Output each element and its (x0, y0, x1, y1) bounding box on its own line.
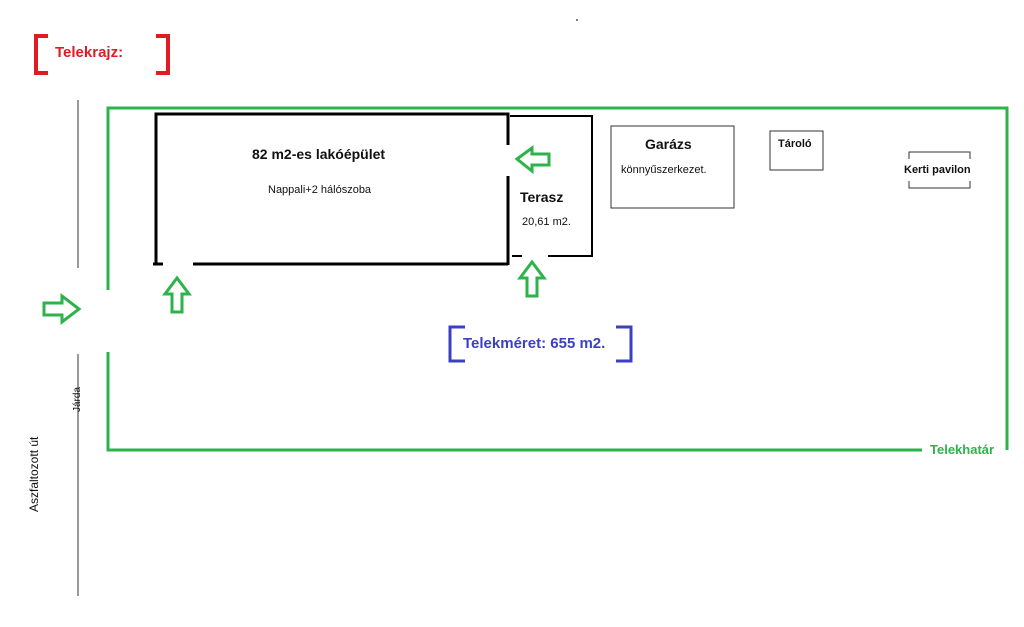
house-title: 82 m2-es lakóépület (252, 146, 386, 162)
arrow-left-icon (514, 145, 551, 175)
road-label: Aszfaltozott út (27, 436, 41, 512)
arrow-up-icon (517, 259, 547, 298)
storage-title: Tároló (778, 138, 812, 150)
arrow-right-icon (42, 292, 82, 326)
dot-mark (576, 19, 578, 21)
arrow-up-icon (162, 275, 192, 314)
plot-size-frame (448, 325, 633, 363)
house-walls (153, 112, 510, 266)
plot-size-label: Telekméret: 655 m2. (463, 335, 606, 352)
terrace-outline (510, 115, 593, 257)
pavilion-title: Kerti pavilon (904, 164, 971, 176)
garage-box (610, 125, 735, 209)
title-frame (34, 34, 170, 75)
house-subtitle: Nappali+2 hálószoba (268, 184, 372, 196)
pavilion-frame (908, 151, 971, 189)
garage-title: Garázs (645, 136, 692, 152)
sidewalk-label: Járda (72, 386, 83, 412)
terrace-title: Terasz (520, 189, 564, 205)
storage-box (769, 130, 824, 171)
terrace-area: 20,61 m2. (522, 216, 571, 228)
page-title: Telekrajz: (55, 44, 124, 61)
plot-boundary (106, 106, 1009, 452)
boundary-label: Telekhatár (930, 442, 995, 457)
garage-subtitle: könnyűszerkezet. (621, 164, 707, 176)
